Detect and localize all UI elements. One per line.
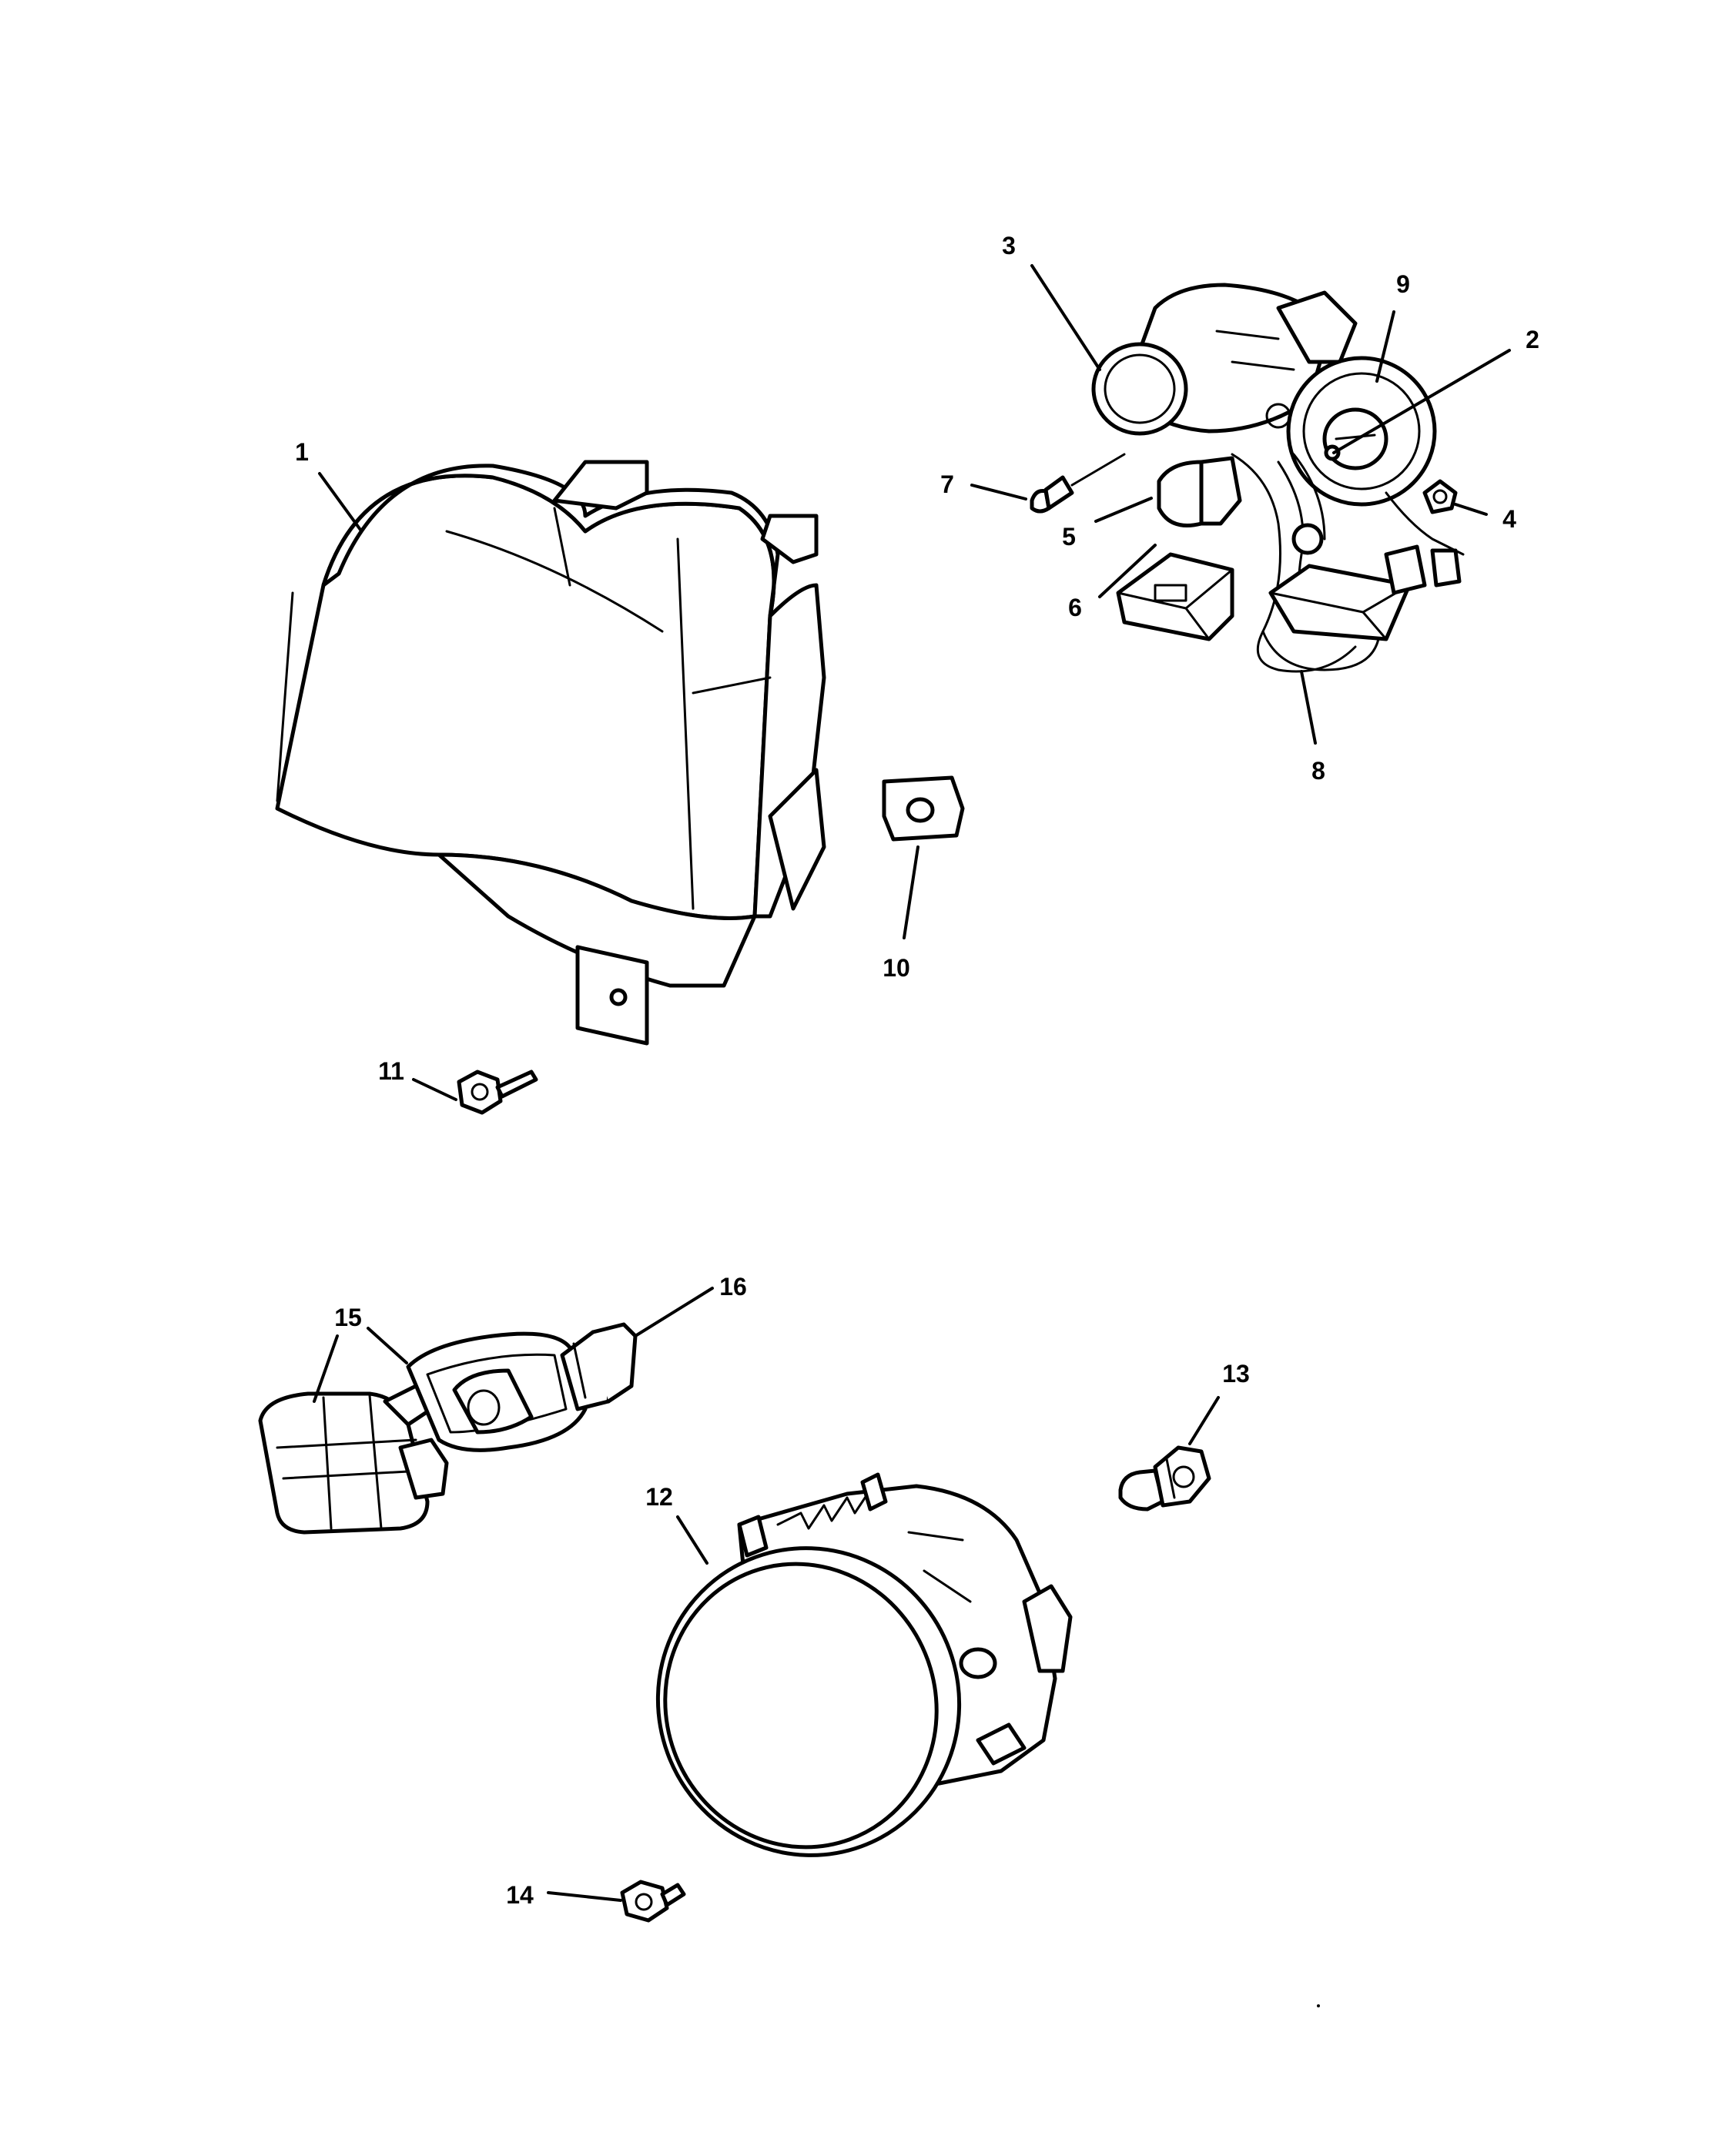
callout-3: 3 bbox=[1002, 232, 1016, 259]
callout-7: 7 bbox=[940, 470, 954, 498]
part-5-halogen-bulb[interactable] bbox=[1157, 456, 1242, 527]
leader-14 bbox=[547, 1891, 622, 1902]
part-14-bolt[interactable] bbox=[620, 1880, 686, 1923]
callout-12: 12 bbox=[645, 1483, 673, 1511]
callout-5: 5 bbox=[1062, 523, 1076, 551]
leader-10 bbox=[903, 845, 919, 939]
leader-4 bbox=[1454, 503, 1488, 516]
callout-6: 6 bbox=[1068, 594, 1082, 621]
leader-9 bbox=[1375, 310, 1395, 383]
part-16-socket[interactable] bbox=[560, 1322, 638, 1411]
part-12-fog-lamp[interactable] bbox=[615, 1472, 1073, 1898]
leader-3 bbox=[1030, 264, 1101, 371]
leader-16 bbox=[634, 1287, 714, 1337]
leader-6 bbox=[1098, 544, 1157, 598]
part-10-clip-nut[interactable] bbox=[882, 775, 965, 842]
part-7-small-bulb[interactable] bbox=[1030, 453, 1126, 514]
callout-1: 1 bbox=[295, 438, 309, 466]
part-6-ballast[interactable] bbox=[1116, 552, 1234, 641]
hid-projector-cluster bbox=[1091, 283, 1465, 673]
part-2-bulb[interactable] bbox=[1322, 407, 1388, 470]
callout-10: 10 bbox=[883, 954, 910, 982]
leader-8 bbox=[1300, 670, 1317, 745]
leader-15a bbox=[313, 1334, 339, 1403]
callout-9: 9 bbox=[1396, 270, 1410, 298]
callout-2: 2 bbox=[1526, 326, 1539, 353]
leader-12 bbox=[676, 1515, 708, 1565]
leader-13 bbox=[1188, 1396, 1220, 1445]
leader-7 bbox=[970, 484, 1027, 500]
part-8-ballast-harness[interactable] bbox=[1261, 544, 1462, 671]
part-13-fog-bulb[interactable] bbox=[1118, 1445, 1211, 1512]
leader-11 bbox=[412, 1078, 457, 1101]
callout-11: 11 bbox=[378, 1057, 404, 1085]
leader-2 bbox=[1332, 349, 1511, 454]
stray-mark bbox=[1317, 2004, 1320, 2007]
callout-14: 14 bbox=[506, 1881, 534, 1909]
part-11-bolt[interactable] bbox=[457, 1070, 538, 1115]
leader-lines bbox=[313, 264, 1511, 1902]
leader-15b bbox=[367, 1327, 408, 1364]
part-3-projector[interactable] bbox=[1091, 283, 1358, 436]
callout-4: 4 bbox=[1502, 505, 1516, 533]
callout-8: 8 bbox=[1311, 757, 1325, 785]
part-15-side-marker-lamp[interactable] bbox=[258, 1331, 588, 1535]
leader-5 bbox=[1094, 497, 1153, 523]
callout-16: 16 bbox=[719, 1273, 747, 1301]
callout-labels: 1 2 3 4 5 6 7 8 9 10 11 12 13 14 15 16 bbox=[295, 232, 1539, 1909]
callout-15: 15 bbox=[334, 1304, 362, 1331]
part-4-socket[interactable] bbox=[1422, 479, 1458, 514]
leader-1 bbox=[318, 472, 362, 531]
callout-13: 13 bbox=[1222, 1360, 1250, 1388]
part-1-headlamp-assembly[interactable] bbox=[275, 460, 826, 1046]
